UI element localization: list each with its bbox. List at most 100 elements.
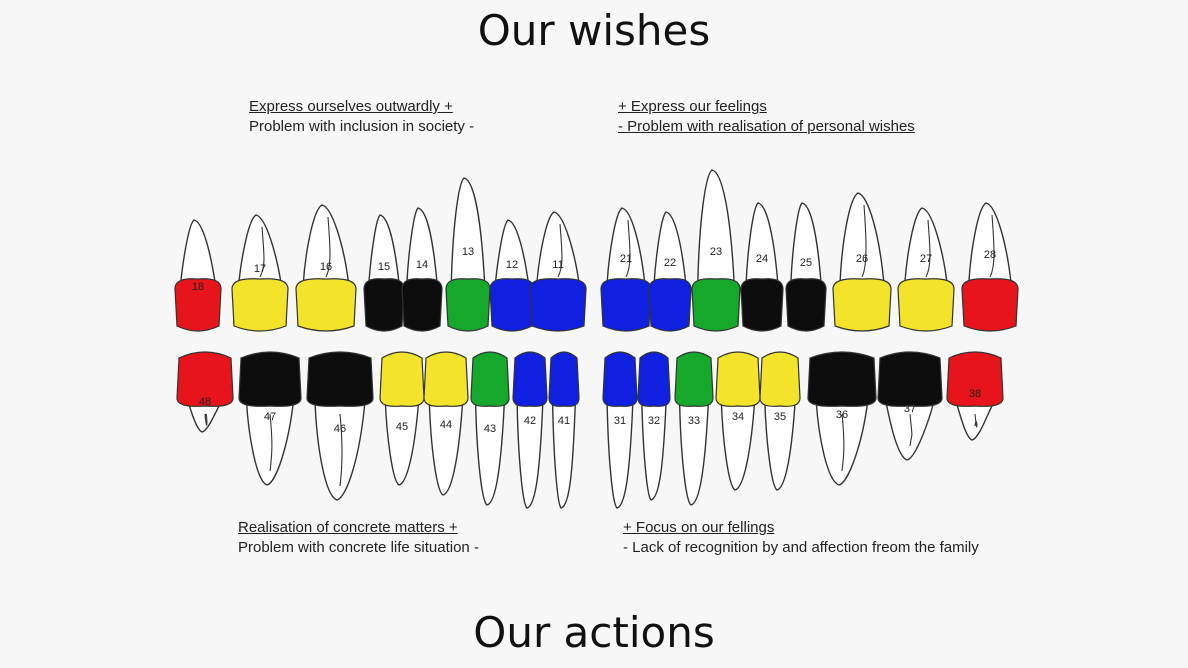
tooth-crown: [174, 278, 222, 332]
tooth-44: 44: [423, 351, 469, 496]
tooth-number: 26: [856, 253, 868, 265]
tooth-crown: [648, 278, 692, 332]
tooth-root: [368, 214, 400, 286]
tooth-root: [790, 202, 822, 286]
root-split-line: [625, 219, 631, 278]
tooth-root: [314, 399, 366, 501]
tooth-crown: [512, 351, 548, 407]
root-split-line: [339, 413, 343, 487]
tooth-root: [884, 399, 935, 461]
tooth-root: [450, 177, 486, 286]
caption-lower-right-line1: Realisation of concrete matters +: [238, 519, 458, 536]
tooth-number: 17: [254, 263, 266, 275]
tooth-crown: [306, 351, 374, 407]
root-split-line: [259, 226, 265, 278]
root-split-line: [204, 413, 208, 426]
tooth-crown: [379, 351, 425, 407]
tooth-32: 32: [637, 351, 671, 501]
tooth-number: 27: [920, 253, 932, 265]
tooth-11: 11: [529, 211, 587, 332]
root-split-line: [909, 413, 913, 447]
tooth-crown: [363, 278, 405, 332]
tooth-crown: [238, 351, 302, 407]
tooth-crown: [602, 351, 638, 407]
tooth-crown: [637, 351, 671, 407]
tooth-crown: [600, 278, 652, 332]
tooth-28: 28: [961, 202, 1019, 332]
tooth-root: [245, 399, 295, 486]
tooth-41: 41: [548, 351, 580, 509]
tooth-number: 18: [192, 281, 204, 293]
caption-lower-right-line2: Problem with concrete life situation -: [238, 539, 479, 556]
tooth-number: 22: [664, 257, 676, 269]
tooth-number: 24: [756, 253, 768, 265]
caption-lower-left-jaw: + Focus on our fellings - Lack of recogn…: [623, 518, 979, 558]
caption-lower-left-line2: - Lack of recognition by and affection f…: [623, 539, 979, 556]
tooth-number: 46: [334, 423, 346, 435]
tooth-number: 12: [506, 259, 518, 271]
tooth-number: 43: [484, 423, 496, 435]
tooth-crown: [529, 278, 587, 332]
root-split-line: [841, 413, 845, 472]
tooth-crown: [785, 278, 827, 332]
tooth-root: [653, 211, 687, 286]
caption-upper-left-line2: - Problem with realisation of personal w…: [618, 118, 915, 135]
tooth-crown: [674, 351, 714, 407]
tooth-23: 23: [691, 169, 741, 332]
tooth-root: [904, 207, 948, 286]
tooth-root: [745, 202, 779, 286]
tooth-47: 47: [238, 351, 302, 486]
tooth-33: 33: [674, 351, 714, 506]
tooth-number: 34: [732, 411, 744, 423]
tooth-number: 33: [688, 415, 700, 427]
tooth-crown: [759, 351, 801, 407]
tooth-number: 32: [648, 415, 660, 427]
tooth-number: 35: [774, 411, 786, 423]
tooth-root: [179, 219, 217, 286]
tooth-crown: [445, 278, 491, 332]
root-split-line: [925, 219, 931, 278]
tooth-22: 22: [648, 211, 692, 332]
root-split-line: [557, 223, 563, 278]
tooth-26: 26: [832, 192, 892, 332]
tooth-number: 36: [836, 409, 848, 421]
tooth-46: 46: [306, 351, 374, 501]
tooth-crown: [548, 351, 580, 407]
tooth-number: 25: [800, 257, 812, 269]
tooth-root: [839, 192, 885, 286]
tooth-crown: [470, 351, 510, 407]
tooth-38: 38: [946, 351, 1004, 441]
tooth-crown: [946, 351, 1004, 407]
caption-upper-left-line1: + Express our feelings: [618, 98, 767, 115]
title-our-actions: Our actions: [473, 608, 715, 657]
tooth-43: 43: [470, 351, 510, 506]
tooth-number: 11: [552, 259, 563, 271]
tooth-37: 37: [877, 351, 943, 461]
caption-upper-left-jaw: + Express our feelings - Problem with re…: [618, 97, 915, 137]
tooth-number: 15: [378, 261, 390, 273]
tooth-crown: [715, 351, 761, 407]
tooth-number: 16: [320, 261, 332, 273]
tooth-crown: [231, 278, 289, 332]
tooth-root: [551, 399, 577, 509]
root-split-line: [861, 204, 867, 278]
tooth-number: 45: [396, 421, 408, 433]
tooth-17: 17: [231, 214, 289, 332]
root-split-line: [989, 214, 995, 278]
tooth-21: 21: [600, 207, 652, 332]
tooth-24: 24: [740, 202, 784, 332]
tooth-31: 31: [602, 351, 638, 509]
tooth-15: 15: [363, 214, 405, 332]
tooth-crown: [832, 278, 892, 332]
tooth-number: 13: [462, 246, 474, 258]
caption-upper-right-line1: Express ourselves outwardly +: [249, 98, 453, 115]
root-split-line: [974, 413, 978, 428]
tooth-42: 42: [512, 351, 548, 509]
tooth-number: 44: [440, 419, 452, 431]
title-our-wishes: Our wishes: [477, 6, 711, 55]
tooth-crown: [877, 351, 943, 407]
tooth-number: 14: [416, 259, 428, 271]
tooth-13: 13: [445, 177, 491, 332]
tooth-root: [406, 207, 438, 286]
tooth-crown: [897, 278, 955, 332]
